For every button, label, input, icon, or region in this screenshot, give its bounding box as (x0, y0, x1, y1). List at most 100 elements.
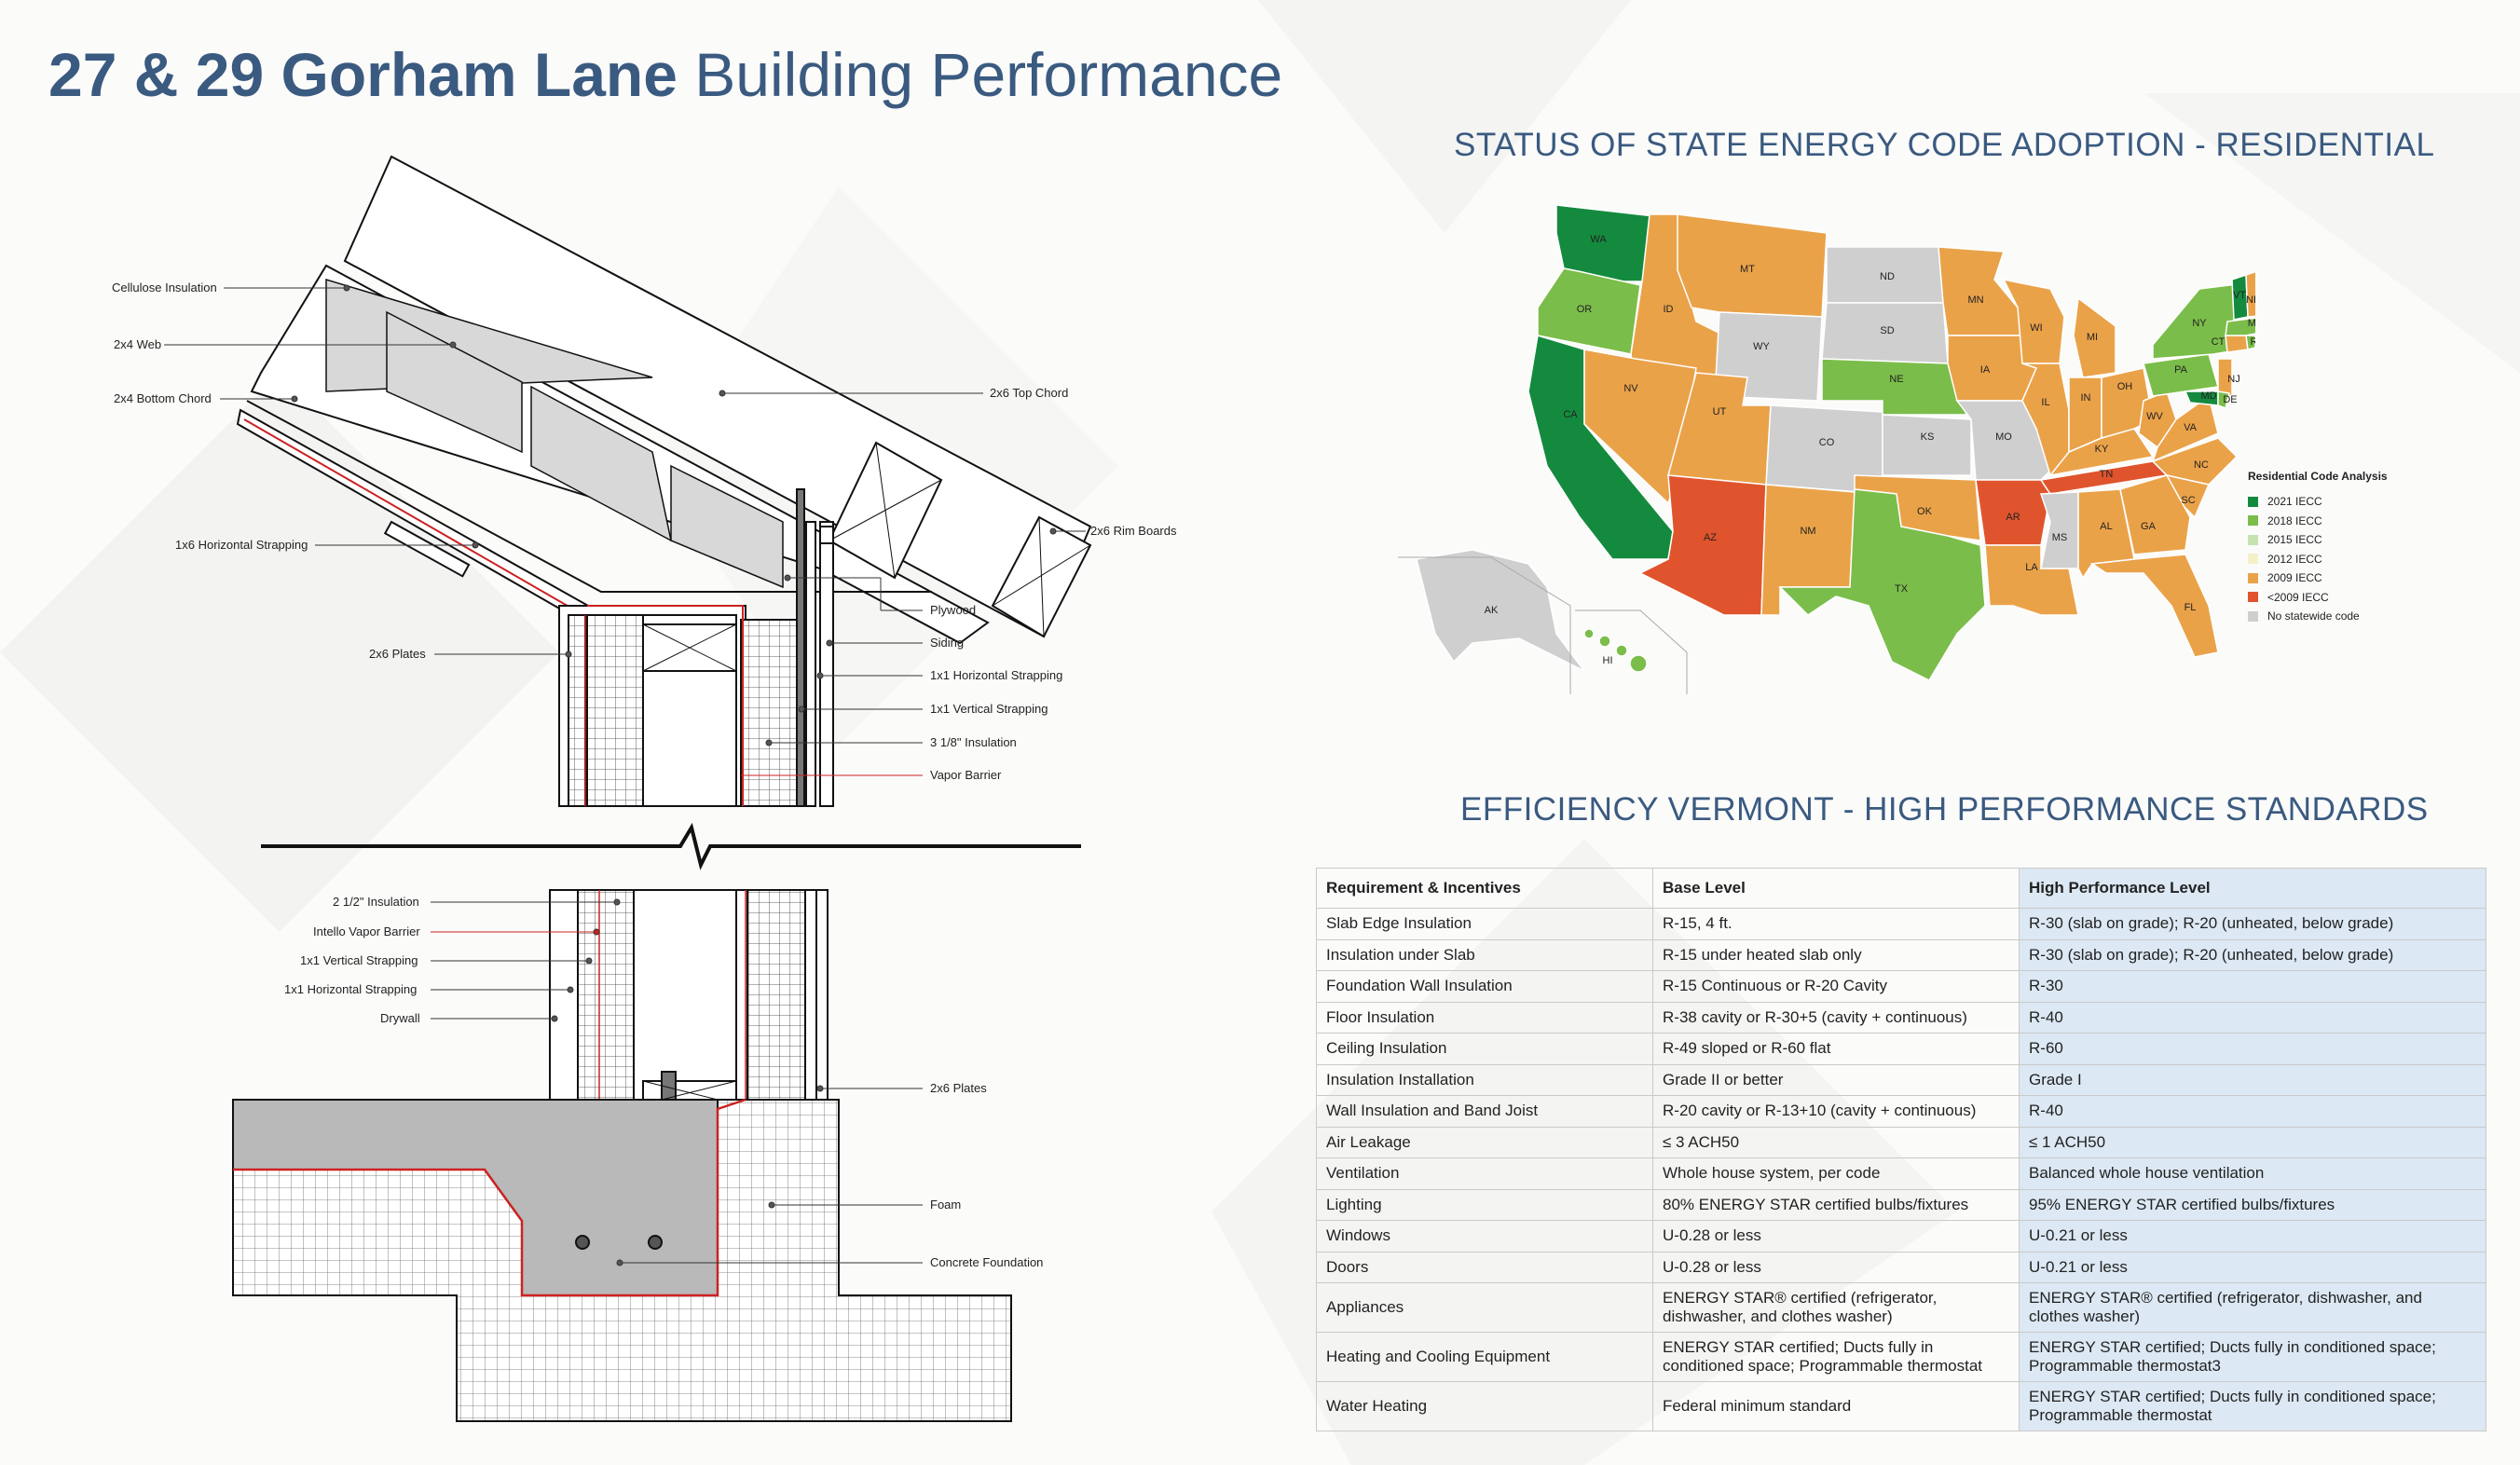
svg-text:VA: VA (2184, 422, 2198, 433)
cell: Grade II or better (1652, 1063, 2020, 1096)
label-2x6-rim-boards: 2x6 Rim Boards (1090, 524, 1177, 538)
label-2x4-bottom-chord: 2x4 Bottom Chord (114, 391, 212, 405)
cell: Whole house system, per code (1652, 1157, 2020, 1190)
label-intello-vapor-barrier: Intello Vapor Barrier (313, 924, 420, 938)
cell: Doors (1316, 1251, 1653, 1283)
cell: Ceiling Insulation (1316, 1033, 1653, 1065)
label-2x6-top-chord: 2x6 Top Chord (990, 386, 1069, 400)
foundation (232, 1098, 1012, 1422)
svg-text:OK: OK (1917, 506, 1933, 517)
cell: R-38 cavity or R-30+5 (cavity + continuo… (1652, 1001, 2020, 1034)
header-base-level: Base Level (1652, 868, 2020, 909)
legend-label: 2018 IECC (2267, 513, 2322, 527)
state-KS (1882, 414, 1972, 476)
legend-item-2021: 2021 IECC (2248, 492, 2388, 512)
label-foam: Foam (930, 1198, 962, 1212)
svg-text:HI: HI (1603, 655, 1613, 666)
svg-text:MD: MD (2200, 390, 2216, 402)
legend-item-pre2009: <2009 IECC (2248, 588, 2388, 608)
svg-text:KS: KS (1921, 431, 1935, 443)
svg-text:MS: MS (2052, 532, 2068, 543)
standards-table: Requirement & Incentives Base Level High… (1316, 868, 2486, 1431)
svg-text:IN: IN (2081, 392, 2091, 404)
cell: U-0.28 or less (1652, 1220, 2020, 1253)
cell: ENERGY STAR certified; Ducts fully in co… (2019, 1332, 2486, 1382)
cell: R-15 Continuous or R-20 Cavity (1652, 970, 2020, 1003)
svg-text:SD: SD (1880, 325, 1894, 336)
label-1x1-vertical-strapping-wall: 1x1 Vertical Strapping (300, 953, 418, 967)
state-TX (1778, 488, 1986, 681)
cell: R-60 (2019, 1033, 2486, 1065)
state-MS (2039, 491, 2079, 569)
svg-text:WY: WY (1753, 341, 1770, 352)
svg-text:NC: NC (2194, 459, 2209, 471)
label-2x4-web: 2x4 Web (114, 337, 162, 351)
svg-text:CT: CT (2212, 336, 2226, 348)
cell: R-30 (slab on grade); R-20 (unheated, be… (2019, 908, 2486, 940)
legend-swatch (2248, 515, 2258, 527)
label-cellulose-insulation: Cellulose Insulation (112, 281, 217, 294)
state-VA (2151, 394, 2219, 463)
cell: R-15, 4 ft. (1652, 908, 2020, 940)
svg-text:MA: MA (2248, 318, 2255, 329)
legend-item-none: No statewide code (2248, 607, 2388, 626)
cell: Grade I (2019, 1063, 2486, 1096)
table-section-title: EFFICIENCY VERMONT - HIGH PERFORMANCE ST… (1460, 791, 2429, 828)
page-title: 27 & 29 Gorham Lane Building Performance (48, 39, 1282, 110)
label-2x6-plates-wall: 2x6 Plates (930, 1081, 987, 1095)
cell: 95% ENERGY STAR certified bulbs/fixtures (2019, 1188, 2486, 1221)
svg-text:NM: NM (1800, 526, 1815, 537)
svg-text:ND: ND (1880, 271, 1895, 282)
svg-text:AR: AR (2006, 512, 2020, 523)
svg-text:FL: FL (2184, 602, 2197, 613)
svg-text:NE: NE (1889, 374, 1903, 385)
label-1x1-horizontal-strapping-wall: 1x1 Horizontal Strapping (284, 982, 418, 996)
svg-text:WI: WI (2030, 322, 2042, 334)
legend-swatch (2248, 496, 2258, 507)
cell: Air Leakage (1316, 1126, 1653, 1158)
svg-text:GA: GA (2141, 521, 2157, 532)
cell: Insulation Installation (1316, 1063, 1653, 1096)
svg-text:TX: TX (1895, 583, 1909, 595)
svg-text:MN: MN (1967, 294, 1983, 306)
cell: U-0.21 or less (2019, 1220, 2486, 1253)
svg-text:NY: NY (2192, 318, 2207, 329)
header-high-performance: High Performance Level (2019, 868, 2486, 909)
legend-item-2012: 2012 IECC (2248, 550, 2388, 569)
cell: Federal minimum standard (1652, 1381, 2020, 1431)
cell: U-0.28 or less (1652, 1251, 2020, 1283)
cell: Heating and Cooling Equipment (1316, 1332, 1653, 1382)
cell: Wall Insulation and Band Joist (1316, 1095, 1653, 1128)
state-MI (2073, 296, 2116, 378)
label-siding: Siding (930, 636, 965, 650)
label-1x1-horizontal-strapping: 1x1 Horizontal Strapping (930, 668, 1063, 682)
svg-text:WA: WA (1590, 234, 1607, 245)
cell: ENERGY STAR® certified (refrigerator, di… (2019, 1282, 2486, 1333)
title-bold: 27 & 29 Gorham Lane (48, 40, 678, 109)
legend-swatch (2248, 534, 2258, 545)
label-concrete-foundation: Concrete Foundation (930, 1255, 1044, 1269)
legend-swatch (2248, 610, 2258, 622)
label-1x6-horizontal-strapping: 1x6 Horizontal Strapping (175, 538, 308, 552)
cell: R-40 (2019, 1001, 2486, 1034)
cell: ≤ 3 ACH50 (1652, 1126, 2020, 1158)
svg-text:AL: AL (2100, 521, 2112, 532)
state-FL (2089, 554, 2219, 658)
cell: R-30 (2019, 970, 2486, 1003)
svg-text:OR: OR (1577, 304, 1593, 315)
state-NE (1821, 358, 1968, 416)
cell: 80% ENERGY STAR certified bulbs/fixtures (1652, 1188, 2020, 1221)
cell: R-40 (2019, 1095, 2486, 1128)
table-row: Heating and Cooling Equipment ENERGY STAR… (1316, 1332, 2486, 1382)
construction-section-drawing (164, 155, 1092, 1422)
state-GA (2119, 474, 2191, 555)
cell: ENERGY STAR certified; Ducts fully in co… (2019, 1381, 2486, 1431)
